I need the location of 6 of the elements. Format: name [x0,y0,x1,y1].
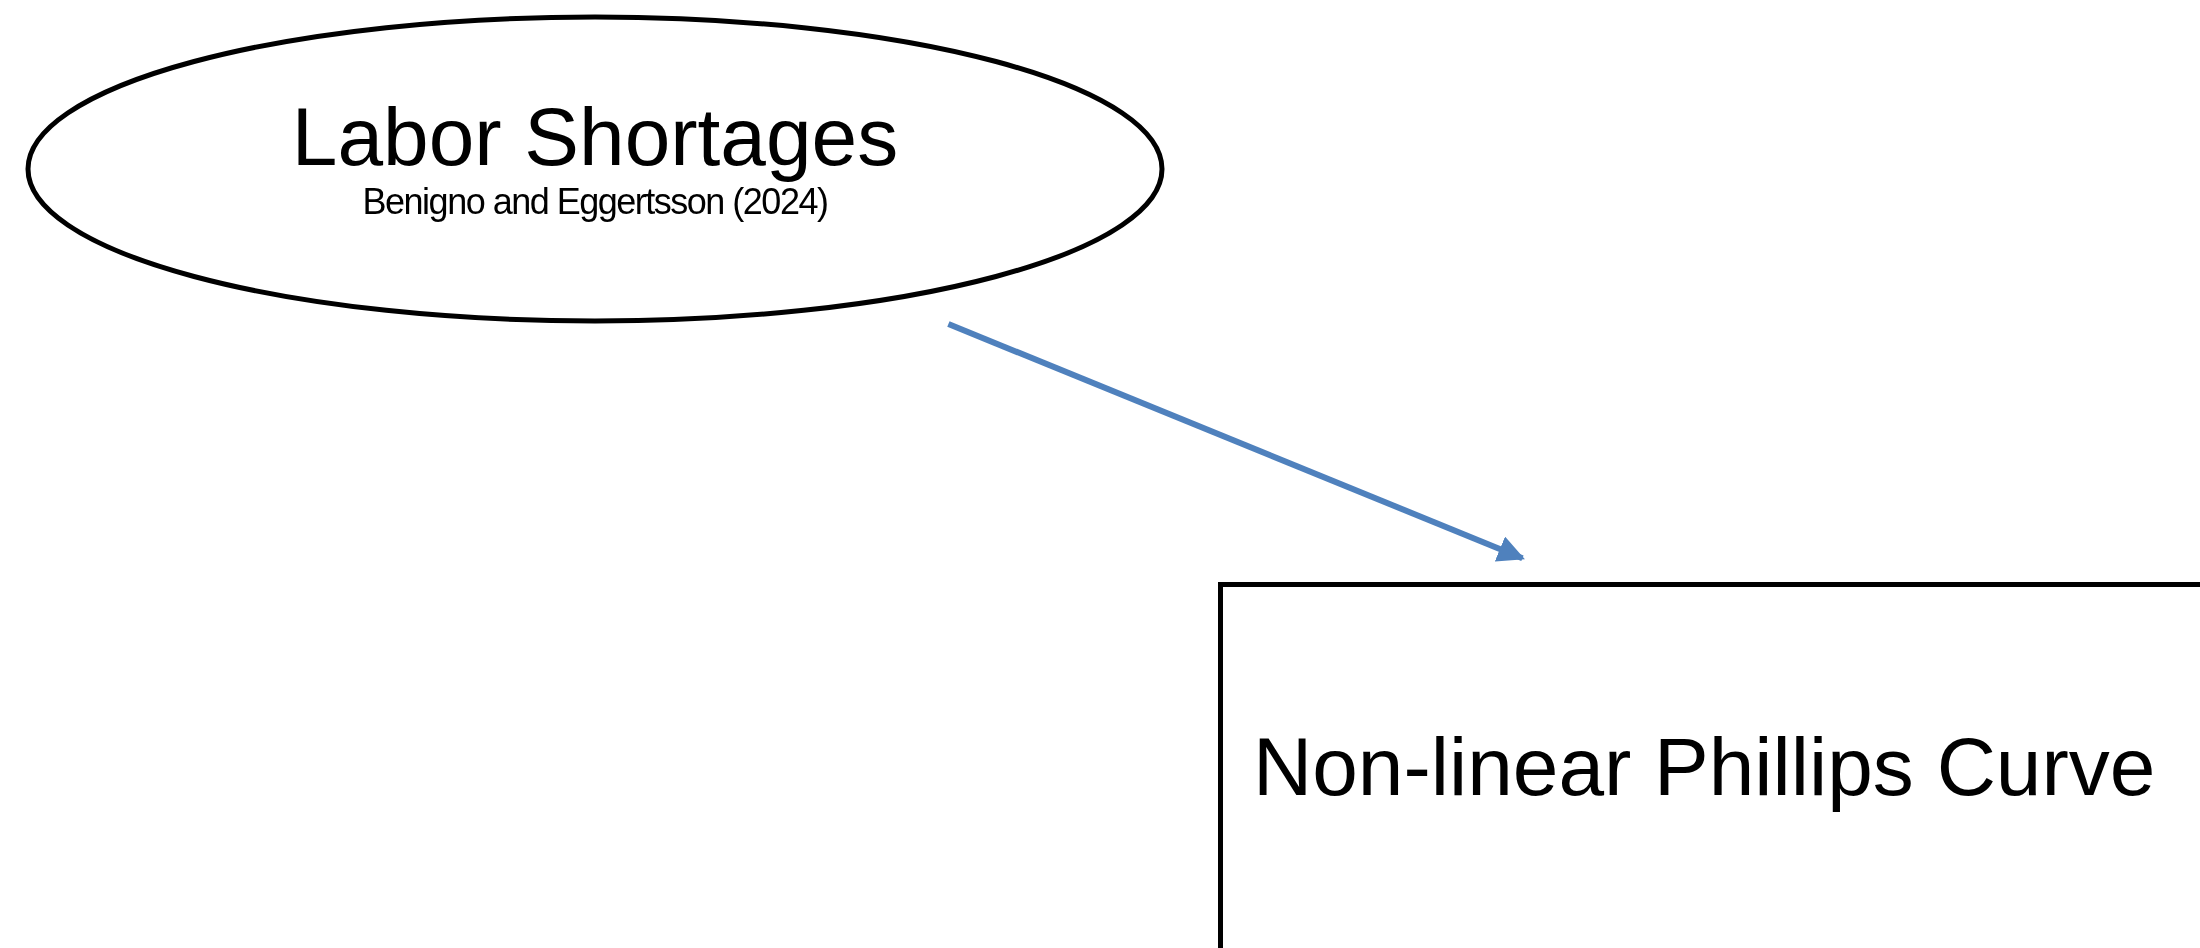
node-title: Non-linear Phillips Curve [1253,724,2156,811]
process-box [1218,582,2200,948]
ellipse-node [25,14,1165,324]
node-title: Labor Shortages [291,94,899,181]
arrow [947,321,1525,562]
node-subtitle: Benigno and Eggertsson (2024) [362,181,828,224]
